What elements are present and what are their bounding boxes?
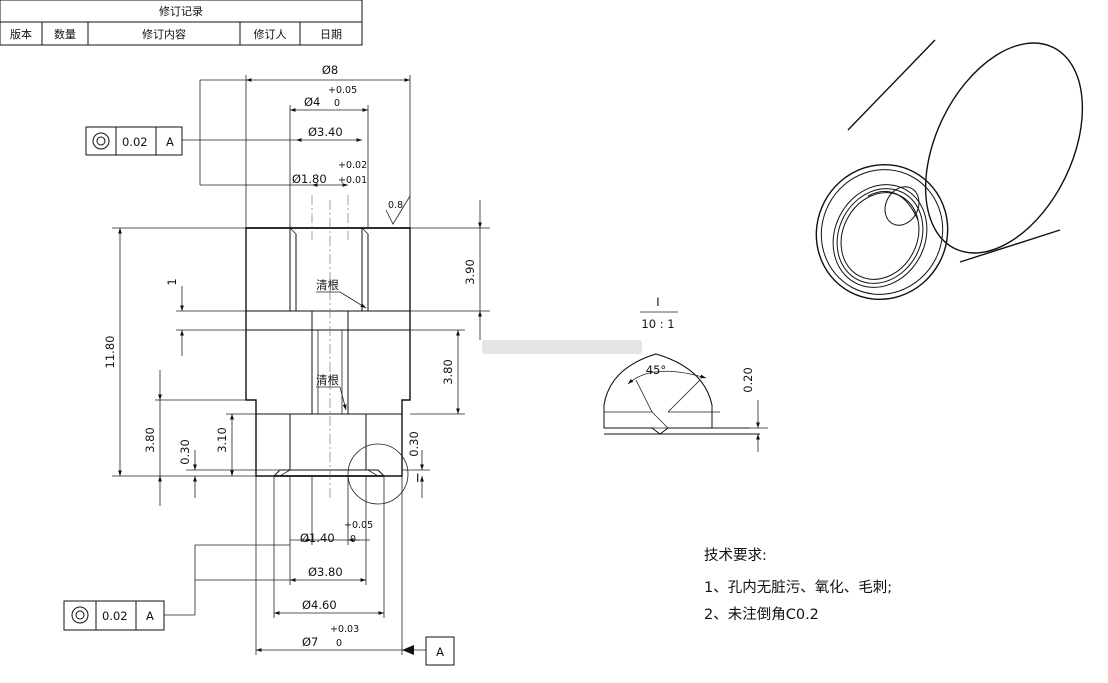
roughness-value: 0.8 xyxy=(388,200,403,211)
dim-d8: Ø8 xyxy=(322,63,338,77)
left-dimensions: 11.80 1 3.80 0.30 3.10 xyxy=(103,227,280,506)
technical-notes: 技术要求: 1、孔内无脏污、氧化、毛刺; 2、未注倒角C0.2 xyxy=(704,547,892,623)
concentricity-icon xyxy=(71,606,89,624)
tolerance-datum-2: A xyxy=(146,609,154,623)
blurred-watermark xyxy=(482,340,642,354)
revision-table: 修订记录 版本 数量 修订内容 修订人 日期 xyxy=(0,0,363,46)
section-view xyxy=(245,195,411,505)
clean-root-label-1: 清根 xyxy=(316,278,339,292)
dim-h0-30-right: 0.30 xyxy=(407,431,421,457)
detail-angle: 45° xyxy=(646,363,666,377)
tech-notes-line1: 1、孔内无脏污、氧化、毛刺; xyxy=(704,579,892,596)
revision-col-version: 版本 xyxy=(10,27,32,41)
dim-d1-40-upper: +0.05 xyxy=(344,520,373,531)
dim-h3-80-right: 3.80 xyxy=(441,359,455,385)
tolerance-value-2: 0.02 xyxy=(102,609,128,623)
revision-col-date: 日期 xyxy=(320,28,342,41)
concentricity-icon xyxy=(92,132,110,150)
detail-depth: 0.20 xyxy=(741,367,755,393)
dim-h0-30-left: 0.30 xyxy=(178,439,192,465)
detail-view: I 10 : 1 45° 0.20 xyxy=(482,295,768,452)
dim-h3-90: 3.90 xyxy=(463,259,477,285)
dim-d4-60: Ø4.60 xyxy=(302,598,337,612)
dim-h3-10: 3.10 xyxy=(215,427,229,453)
tech-notes-title: 技术要求: xyxy=(704,547,767,564)
revision-table-title: 修订记录 xyxy=(159,4,203,18)
dim-h3-80-left: 3.80 xyxy=(143,427,157,453)
dim-h1: 1 xyxy=(165,278,179,285)
dim-d1-40-lower: 0 xyxy=(350,534,356,545)
detail-scale: 10 : 1 xyxy=(641,317,674,331)
dim-d1-80-upper: +0.02 xyxy=(338,160,367,171)
isometric-view xyxy=(815,39,1084,301)
revision-col-content: 修订内容 xyxy=(142,27,186,41)
tolerance-value-1: 0.02 xyxy=(122,135,148,149)
tech-notes-line2: 2、未注倒角C0.2 xyxy=(704,606,819,623)
top-dimensions: Ø8 Ø4 +0.05 0 Ø3.40 Ø1.80 +0.02 +0.01 0.… xyxy=(182,63,411,228)
right-dimensions: 3.90 3.80 0.30 I xyxy=(402,200,490,498)
tolerance-frame-1: 0.02 A xyxy=(85,126,183,156)
dim-d7: Ø7 xyxy=(302,635,318,649)
dim-d1-40: Ø1.40 xyxy=(300,531,335,545)
tolerance-datum-1: A xyxy=(166,135,174,149)
datum-label: A xyxy=(436,645,444,659)
dim-d3-80: Ø3.80 xyxy=(308,565,343,579)
dim-d4: Ø4 xyxy=(304,95,320,109)
dim-h11-80: 11.80 xyxy=(103,336,117,369)
dim-d1-80-lower: +0.01 xyxy=(338,175,367,186)
detail-ref: I xyxy=(416,471,419,485)
revision-col-quantity: 数量 xyxy=(54,28,76,41)
dim-d4-upper: +0.05 xyxy=(328,85,357,96)
revision-col-reviser: 修订人 xyxy=(254,27,287,41)
dim-d4-lower: 0 xyxy=(334,98,340,109)
detail-label: I xyxy=(656,295,659,309)
dim-d7-upper: +0.03 xyxy=(330,624,359,635)
clean-root-callouts: 清根 清根 xyxy=(316,278,367,411)
dim-d7-lower: 0 xyxy=(336,638,342,649)
dim-d1-80: Ø1.80 xyxy=(292,172,327,186)
clean-root-label-2: 清根 xyxy=(316,373,339,387)
dim-d3-40: Ø3.40 xyxy=(308,125,343,139)
bottom-dimensions: Ø1.40 +0.05 0 Ø3.80 Ø4.60 Ø7 +0.03 0 A xyxy=(195,476,455,666)
